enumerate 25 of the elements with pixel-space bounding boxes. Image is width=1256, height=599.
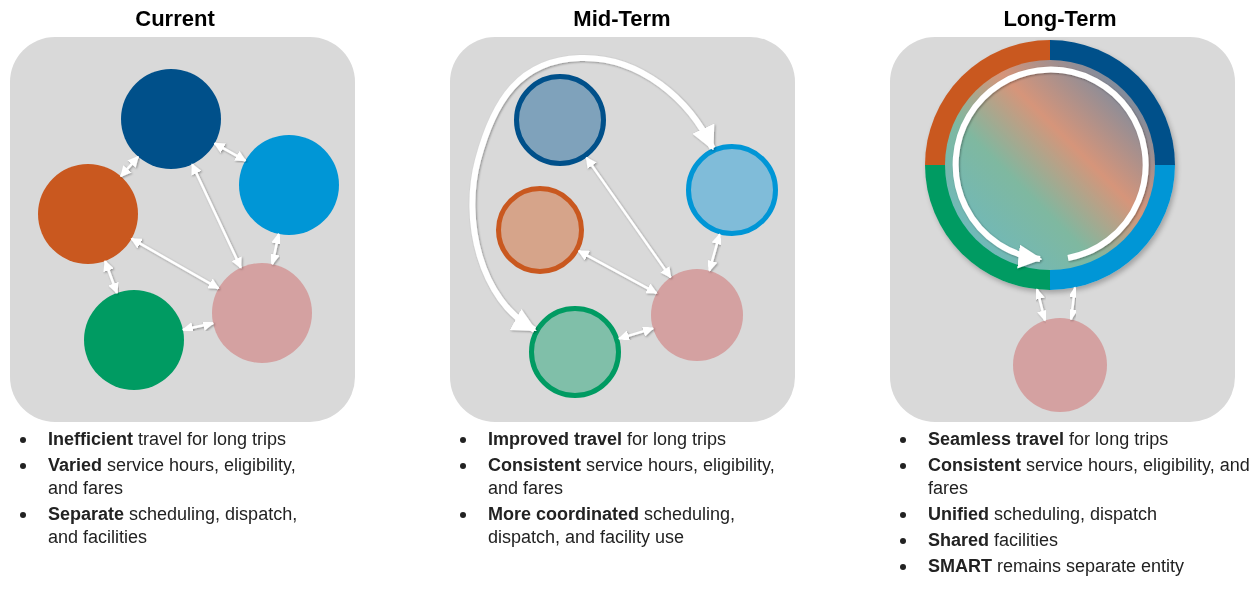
- panel-heading: Long-Term: [1003, 6, 1117, 32]
- arrow: [181, 319, 215, 334]
- arrow: [1066, 286, 1080, 321]
- arrow: [706, 233, 723, 272]
- arrow: [577, 249, 658, 295]
- panel-heading: Current: [135, 6, 215, 32]
- arrow: [268, 232, 283, 266]
- arrow: [130, 237, 220, 290]
- bullet-text: Seamless travel for long trips: [928, 429, 1169, 449]
- bullet-text: Inefficient travel for long trips: [48, 429, 287, 449]
- arrow: [617, 326, 655, 341]
- arrow: [213, 142, 247, 162]
- bullet-text: SMART remains separate entity: [928, 556, 1185, 576]
- panel-heading: Mid-Term: [573, 6, 671, 32]
- bullet-text: More coordinated scheduling, dispatch, and facility use: [488, 504, 736, 547]
- arrow: [585, 156, 672, 279]
- arrow: [469, 55, 716, 333]
- bullet-text: Separate scheduling, dispatch, and facilities: [48, 504, 298, 547]
- arrow: [1034, 288, 1048, 322]
- bullet-text: Shared facilities: [928, 530, 1059, 550]
- arrow: [191, 163, 242, 269]
- bullet-text: Improved travel for long trips: [488, 429, 727, 449]
- arrow: [119, 155, 140, 178]
- arrow: [103, 259, 119, 295]
- bullet-text: Unified scheduling, dispatch: [928, 504, 1158, 524]
